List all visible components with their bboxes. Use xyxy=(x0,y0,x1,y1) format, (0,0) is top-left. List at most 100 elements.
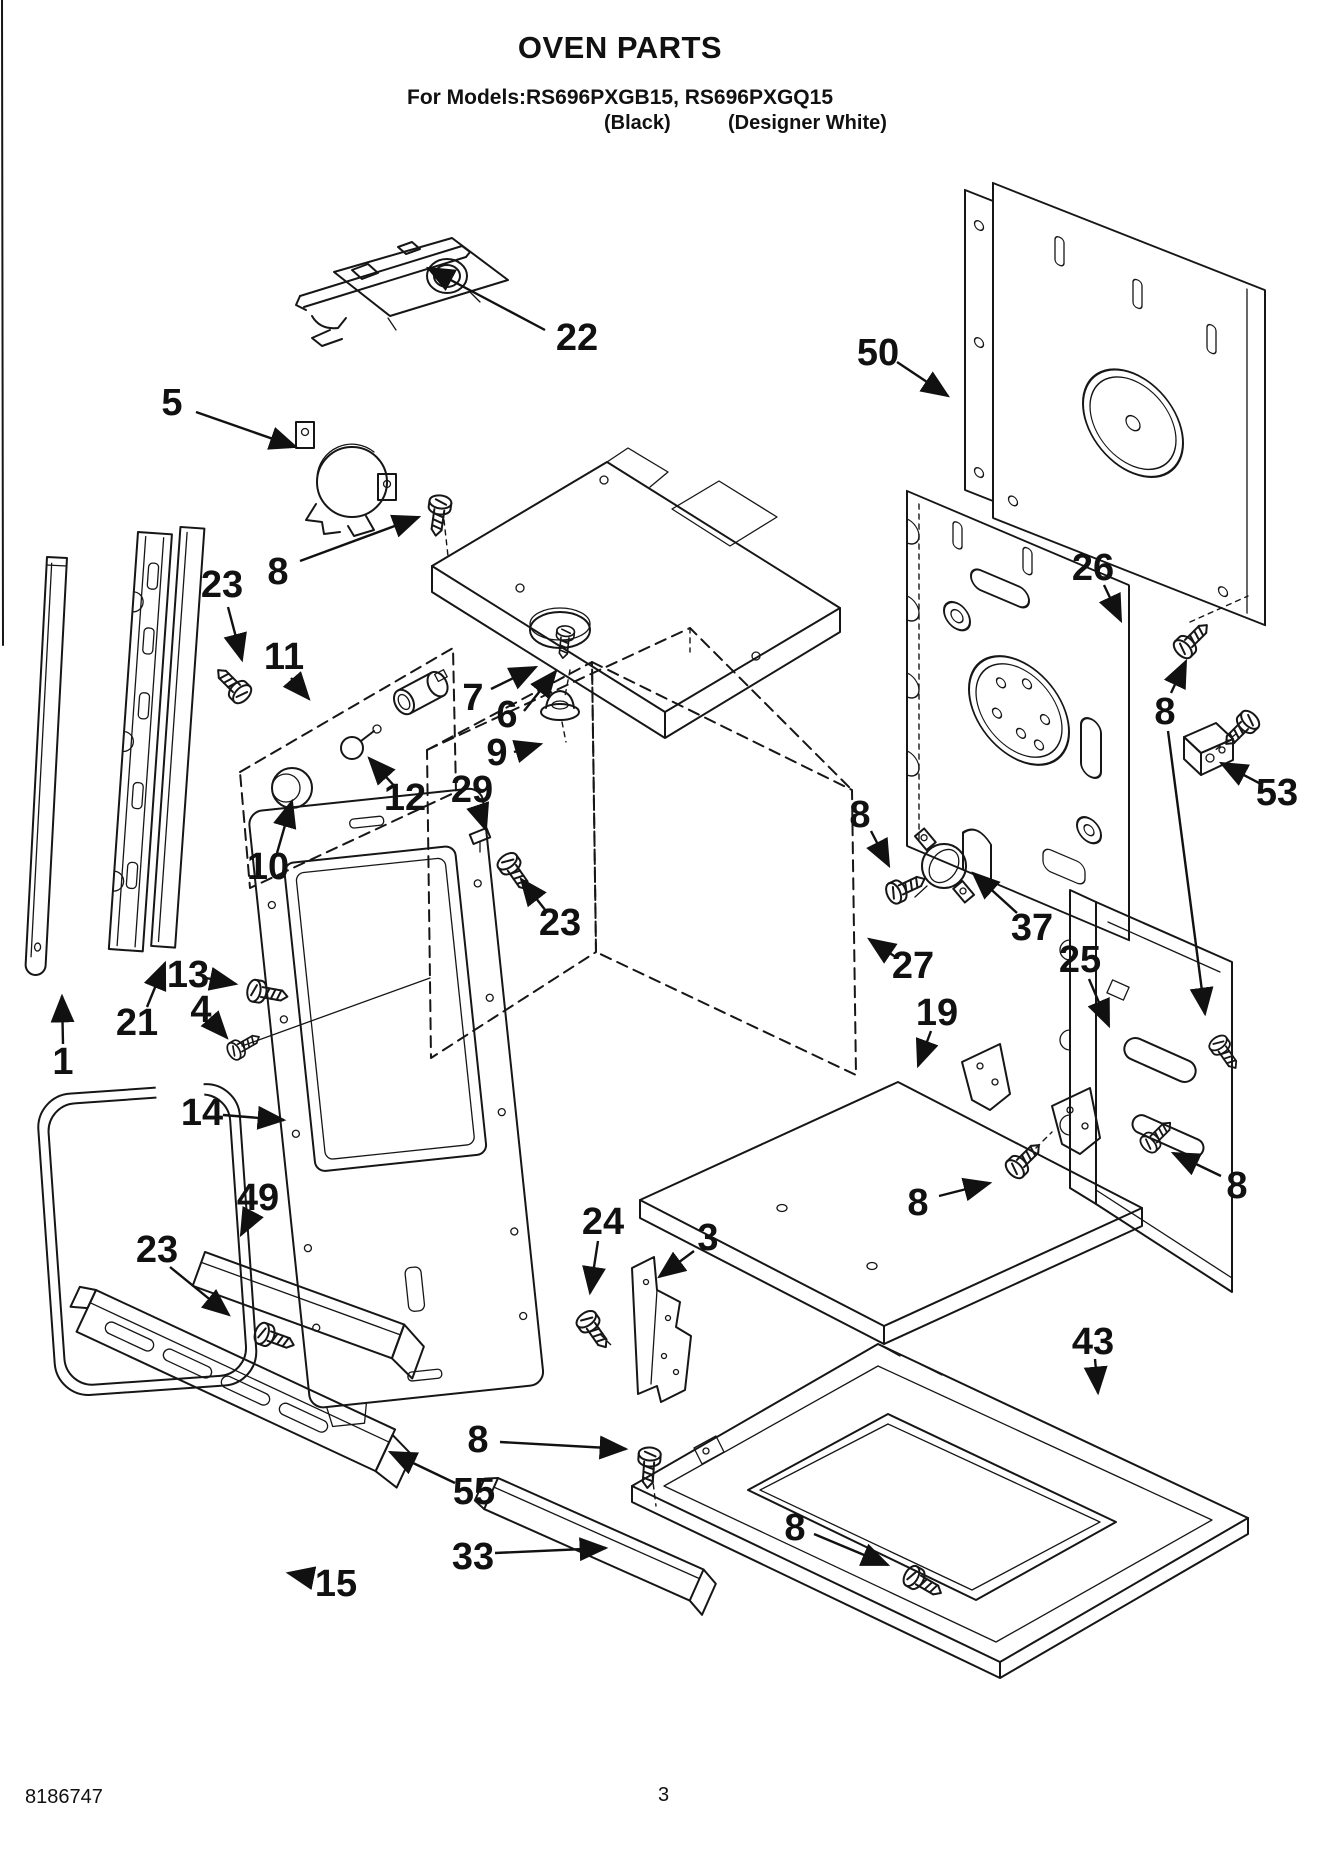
callout-arrow xyxy=(490,665,539,691)
callout-arrow xyxy=(387,1450,456,1485)
part-11-light-socket xyxy=(392,669,449,716)
callout-number: 19 xyxy=(916,992,958,1034)
models-line: For Models:RS696PXGB15, RS696PXGQ15 xyxy=(407,86,833,109)
document-number: 8186747 xyxy=(25,1786,103,1808)
callout-arrow xyxy=(896,361,950,398)
callout-arrow xyxy=(1218,761,1262,786)
callout-arrow xyxy=(1166,730,1214,1017)
callout-8: 8 xyxy=(1154,658,1214,1017)
callout-number: 3 xyxy=(697,1217,718,1259)
part-1-trim-rod xyxy=(24,556,68,976)
callout-19: 19 xyxy=(915,992,958,1069)
callout-arrow xyxy=(273,798,297,854)
callout-4: 4 xyxy=(190,989,229,1040)
callout-8: 8 xyxy=(1170,1151,1248,1207)
callout-number: 23 xyxy=(136,1229,178,1271)
callout-33: 33 xyxy=(452,1536,609,1578)
callout-number: 23 xyxy=(539,902,581,944)
callout-arrow xyxy=(195,410,299,450)
callout-6: 6 xyxy=(496,669,558,736)
callout-13: 13 xyxy=(167,954,239,996)
callout-number: 29 xyxy=(451,769,493,811)
callout-arrow xyxy=(367,756,398,790)
callout-number: 49 xyxy=(237,1177,279,1219)
callout-arrow xyxy=(285,1566,317,1590)
finish-label-white: (Designer White) xyxy=(728,112,887,134)
callout-49: 49 xyxy=(237,1177,279,1238)
callout-arrow xyxy=(523,669,558,712)
screws-layer xyxy=(209,492,1264,1604)
callout-number: 8 xyxy=(467,1419,488,1461)
callout-12: 12 xyxy=(367,756,426,819)
callout-number: 8 xyxy=(267,551,288,593)
callout-number: 27 xyxy=(892,945,934,987)
callout-arrow xyxy=(1083,1358,1108,1396)
callout-number: 6 xyxy=(496,694,517,736)
part-15-door-gasket xyxy=(37,1078,258,1396)
callout-arrow xyxy=(813,1532,891,1567)
callout-24: 24 xyxy=(582,1201,624,1296)
callout-number: 22 xyxy=(556,317,598,359)
page-number: 3 xyxy=(658,1784,670,1806)
callout-55: 55 xyxy=(387,1450,495,1513)
callout-number: 8 xyxy=(784,1507,805,1549)
callout-number: 8 xyxy=(1226,1165,1247,1207)
part-53-switch xyxy=(1183,722,1234,776)
callout-7: 7 xyxy=(462,665,539,719)
callout-arrow xyxy=(239,1206,264,1238)
leaders-layer xyxy=(241,519,1249,1507)
callout-number: 11 xyxy=(264,636,304,678)
callout-37: 37 xyxy=(971,871,1053,949)
callout-arrow xyxy=(915,1030,939,1069)
callout-number: 8 xyxy=(1154,691,1175,733)
callout-29: 29 xyxy=(451,769,493,833)
callout-number: 24 xyxy=(582,1201,624,1243)
finish-label-black: (Black) xyxy=(604,112,671,134)
callout-23: 23 xyxy=(519,877,581,944)
callout-8: 8 xyxy=(267,514,422,593)
part-12-knob xyxy=(340,724,382,760)
part-27-oven-cavity xyxy=(426,627,857,1076)
callout-number: 7 xyxy=(462,677,483,719)
callout-53: 53 xyxy=(1218,761,1298,814)
part-49-trim-bar xyxy=(191,1251,425,1380)
part-9-grommet xyxy=(540,690,580,721)
callout-arrow xyxy=(50,993,75,1045)
callout-22: 22 xyxy=(425,266,598,359)
callout-10: 10 xyxy=(247,798,297,888)
callout-number: 14 xyxy=(181,1092,223,1134)
callout-arrow xyxy=(866,830,891,869)
callout-arrow xyxy=(205,967,239,991)
callout-number: 33 xyxy=(452,1536,494,1578)
part-26-oven-back-panel xyxy=(906,489,1130,942)
callout-3: 3 xyxy=(657,1217,719,1279)
page-title: OVEN PARTS xyxy=(517,30,723,65)
callout-26: 26 xyxy=(1072,547,1123,624)
part-14-front-frame xyxy=(248,787,545,1428)
callout-number: 10 xyxy=(247,846,289,888)
callout-21: 21 xyxy=(116,960,167,1044)
callout-number: 13 xyxy=(167,954,209,996)
control-parts-group xyxy=(239,647,457,889)
callout-5: 5 xyxy=(161,382,299,450)
callout-arrow xyxy=(519,877,547,912)
callout-arrow xyxy=(1163,658,1188,694)
callout-number: 50 xyxy=(857,332,899,374)
callout-number: 37 xyxy=(1011,907,1053,949)
part-21-side-trim xyxy=(107,525,206,953)
callout-arrow xyxy=(1087,978,1111,1029)
callout-arrow xyxy=(425,266,546,332)
callout-number: 53 xyxy=(1256,772,1298,814)
callout-arrow xyxy=(223,606,247,663)
callout-arrow xyxy=(1170,1151,1222,1178)
callout-number: 55 xyxy=(453,1471,495,1513)
callout-number: 25 xyxy=(1059,939,1101,981)
callout-number: 12 xyxy=(384,777,426,819)
callout-arrow xyxy=(867,937,898,964)
part-3-bracket xyxy=(631,1256,692,1403)
callout-9: 9 xyxy=(486,732,544,774)
part-43-bottom-tray xyxy=(631,1343,1249,1679)
